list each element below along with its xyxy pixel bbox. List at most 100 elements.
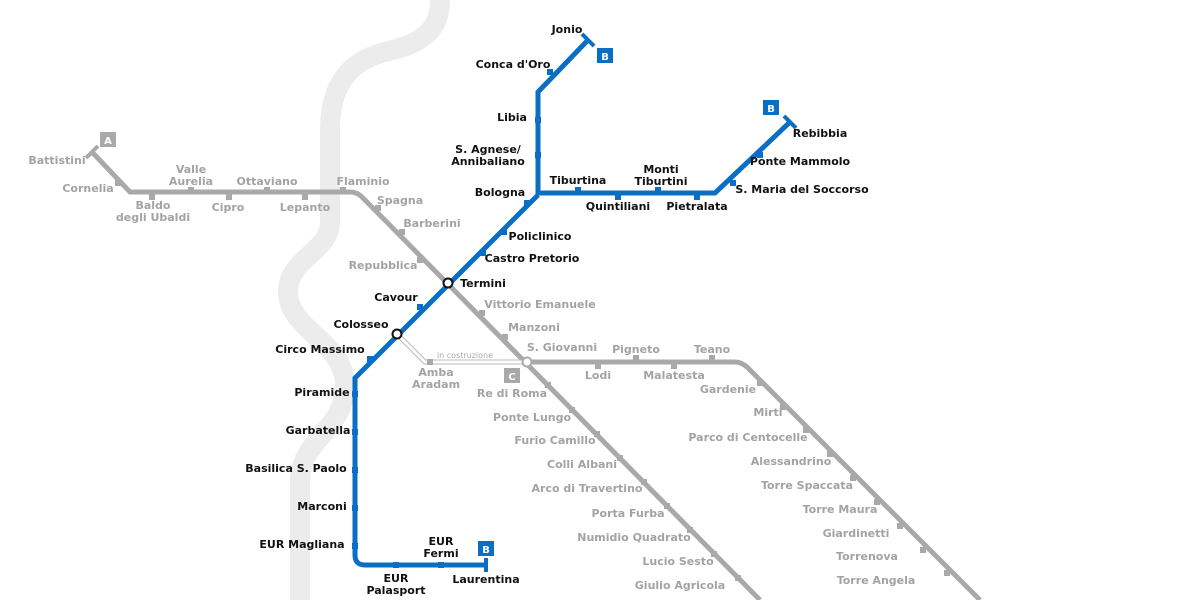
station-marker-re-di-roma[interactable]	[545, 382, 551, 388]
station-label-s-agnese-annibaliano[interactable]: S. Agnese/Annibaliano	[451, 143, 525, 168]
station-marker-giulio-agricola[interactable]	[735, 575, 741, 581]
station-marker-arco-di-travertino[interactable]	[641, 479, 647, 485]
station-label-arco-di-travertino[interactable]: Arco di Travertino	[532, 482, 643, 495]
station-marker-policlinico[interactable]	[501, 229, 507, 235]
station-marker-lepanto[interactable]	[302, 194, 308, 200]
station-label-pigneto[interactable]: Pigneto	[612, 343, 660, 356]
station-label-jonio[interactable]: Jonio	[551, 23, 583, 36]
station-label-cavour[interactable]: Cavour	[374, 291, 418, 304]
station-marker-garbatella[interactable]	[352, 429, 358, 435]
station-label-lucio-sesto[interactable]: Lucio Sesto	[642, 555, 714, 568]
station-label-giulio-agricola[interactable]: Giulio Agricola	[635, 579, 725, 592]
station-label-giardinetti[interactable]: Giardinetti	[823, 527, 890, 540]
station-marker-spagna[interactable]	[375, 205, 381, 211]
station-label-manzoni[interactable]: Manzoni	[508, 321, 560, 334]
station-marker-cipro[interactable]	[226, 194, 232, 200]
station-label-s-maria-del-soccorso[interactable]: S. Maria del Soccorso	[735, 183, 869, 196]
station-marker-furio-camillo[interactable]	[594, 431, 600, 437]
station-marker-torre-spaccata[interactable]	[850, 475, 856, 481]
station-label-mirti[interactable]: Mirti	[753, 406, 782, 419]
station-marker-flaminio[interactable]	[340, 187, 346, 193]
station-marker-castro-pretorio[interactable]	[480, 250, 486, 256]
station-label-bologna[interactable]: Bologna	[475, 186, 525, 199]
station-label-cipro[interactable]: Cipro	[212, 201, 245, 214]
interchange-s-giovanni[interactable]	[521, 356, 533, 368]
station-marker-bologna[interactable]	[524, 200, 530, 206]
station-marker-baldo-degli-ubaldi[interactable]	[149, 194, 155, 200]
station-label-piramide[interactable]: Piramide	[294, 386, 349, 399]
station-label-re-di-roma[interactable]: Re di Roma	[477, 387, 547, 400]
station-label-pietralata[interactable]: Pietralata	[666, 200, 727, 213]
station-marker-torrenova[interactable]	[920, 547, 926, 553]
station-label-repubblica[interactable]: Repubblica	[349, 259, 418, 272]
station-marker-piramide[interactable]	[352, 391, 358, 397]
station-marker-teano[interactable]	[709, 355, 715, 361]
station-label-numidio-quadrato[interactable]: Numidio Quadrato	[577, 531, 691, 544]
station-label-torre-spaccata[interactable]: Torre Spaccata	[761, 479, 853, 492]
station-marker-cornelia[interactable]	[115, 180, 121, 186]
station-marker-torre-maura[interactable]	[874, 499, 880, 505]
station-label-basilica-s-paolo[interactable]: Basilica S. Paolo	[245, 462, 347, 475]
station-label-laurentina[interactable]: Laurentina	[452, 573, 519, 586]
station-marker-manzoni[interactable]	[502, 334, 508, 340]
station-label-torre-angela[interactable]: Torre Angela	[837, 574, 916, 587]
station-marker-alessandrino[interactable]	[827, 451, 833, 457]
station-label-cornelia[interactable]: Cornelia	[62, 182, 113, 195]
station-marker-barberini[interactable]	[399, 229, 405, 235]
station-label-colosseo[interactable]: Colosseo	[333, 318, 389, 331]
station-marker-pigneto[interactable]	[633, 355, 639, 361]
station-label-furio-camillo[interactable]: Furio Camillo	[514, 434, 596, 447]
station-marker-eur-palasport[interactable]	[393, 562, 399, 568]
station-marker-conca-d-oro[interactable]	[547, 69, 553, 75]
station-marker-lucio-sesto[interactable]	[711, 551, 717, 557]
station-label-rebibbia[interactable]: Rebibbia	[793, 127, 848, 140]
station-marker-s-maria-del-soccorso[interactable]	[730, 180, 736, 186]
station-label-vittorio-emanuele[interactable]: Vittorio Emanuele	[484, 298, 596, 311]
station-marker-torre-angela[interactable]	[944, 570, 950, 576]
station-label-porta-furba[interactable]: Porta Furba	[591, 507, 664, 520]
station-marker-lodi[interactable]	[595, 363, 601, 369]
station-label-garbatella[interactable]: Garbatella	[286, 424, 351, 437]
station-marker-giardinetti[interactable]	[897, 523, 903, 529]
station-label-alessandrino[interactable]: Alessandrino	[751, 455, 832, 468]
station-label-malatesta[interactable]: Malatesta	[643, 369, 705, 382]
station-marker-numidio-quadrato[interactable]	[687, 527, 693, 533]
station-marker-repubblica[interactable]	[417, 257, 423, 263]
station-label-termini[interactable]: Termini	[460, 277, 506, 290]
station-label-lepanto[interactable]: Lepanto	[280, 201, 331, 214]
station-label-conca-d-oro[interactable]: Conca d'Oro	[476, 58, 551, 71]
station-label-gardenie[interactable]: Gardenie	[700, 383, 756, 396]
station-marker-tiburtina[interactable]	[575, 187, 581, 193]
station-marker-parco-di-centocelle[interactable]	[803, 427, 809, 433]
station-label-ponte-mammolo[interactable]: Ponte Mammolo	[750, 155, 851, 168]
station-label-teano[interactable]: Teano	[694, 343, 731, 356]
station-label-tiburtina[interactable]: Tiburtina	[550, 174, 607, 187]
station-label-torrenova[interactable]: Torrenova	[836, 550, 898, 563]
station-marker-cavour[interactable]	[417, 304, 423, 310]
station-marker-circo-massimo[interactable]	[367, 356, 373, 362]
interchange-termini[interactable]	[442, 277, 454, 289]
station-label-flaminio[interactable]: Flaminio	[336, 175, 390, 188]
station-label-battistini[interactable]: Battistini	[28, 154, 85, 167]
station-label-ottaviano[interactable]: Ottaviano	[236, 175, 297, 188]
station-marker-porta-furba[interactable]	[664, 503, 670, 509]
station-marker-s-agnese-annibaliano[interactable]	[535, 152, 541, 158]
station-label-torre-maura[interactable]: Torre Maura	[803, 503, 878, 516]
station-label-marconi[interactable]: Marconi	[297, 500, 346, 513]
station-marker-mirti[interactable]	[780, 404, 786, 410]
station-marker-eur-fermi[interactable]	[438, 562, 444, 568]
station-label-spagna[interactable]: Spagna	[377, 194, 423, 207]
station-label-circo-massimo[interactable]: Circo Massimo	[275, 343, 365, 356]
station-marker-ponte-lungo[interactable]	[569, 407, 575, 413]
station-marker-amba-aradam[interactable]	[427, 359, 433, 365]
station-marker-marconi[interactable]	[352, 505, 358, 511]
station-marker-malatesta[interactable]	[671, 363, 677, 369]
station-label-eur-magliana[interactable]: EUR Magliana	[259, 538, 344, 551]
station-marker-monti-tiburtini[interactable]	[655, 187, 661, 193]
station-label-castro-pretorio[interactable]: Castro Pretorio	[485, 252, 580, 265]
station-marker-eur-magliana[interactable]	[352, 543, 358, 549]
